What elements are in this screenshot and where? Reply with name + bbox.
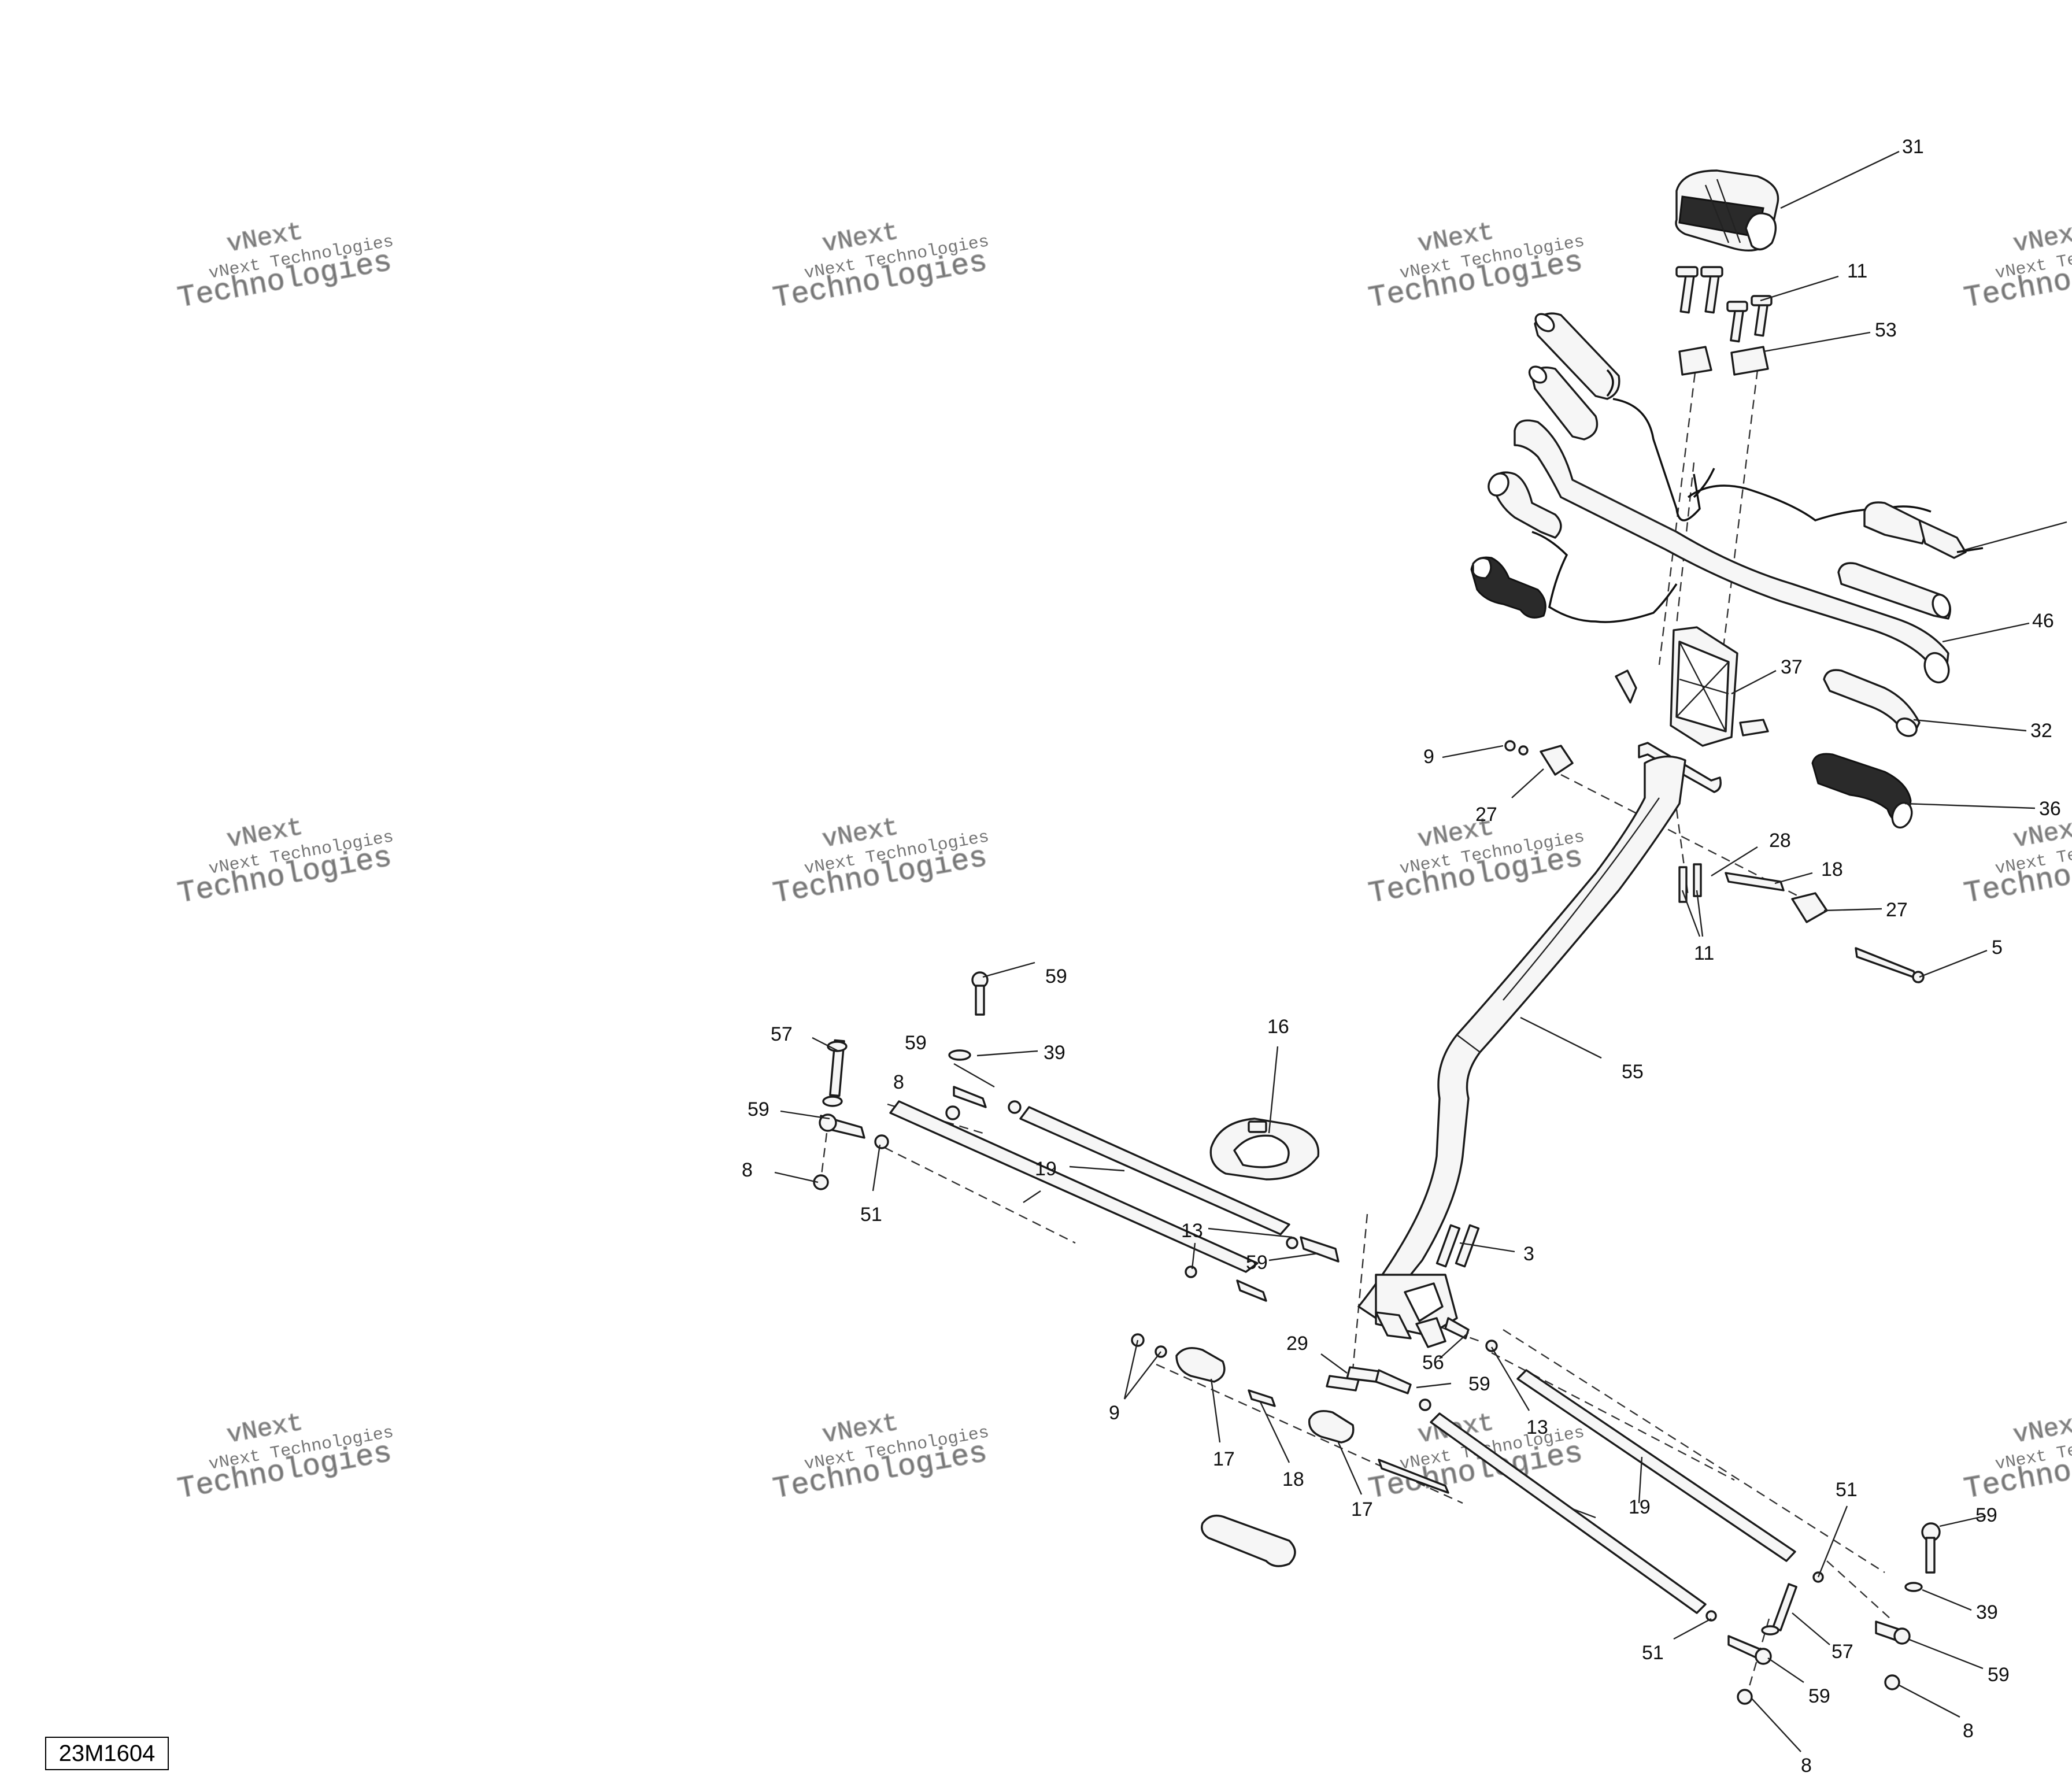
- callout-8: 8: [742, 1159, 753, 1181]
- diagram-id-label: 23M1604: [45, 1737, 169, 1770]
- callout-28: 28: [1769, 830, 1791, 852]
- grip-left-curved: [1488, 471, 1562, 539]
- steering-column: [1357, 742, 1722, 1348]
- callout-32: 32: [2030, 720, 2052, 742]
- callout-37: 37: [1781, 656, 1803, 678]
- callout-17: 17: [1213, 1448, 1235, 1470]
- callout-59: 59: [1808, 1685, 1830, 1707]
- heated-grip-upper: [1534, 312, 1701, 521]
- watermark-layer: vNext Technologies vNext Technologies vN…: [175, 217, 2072, 1507]
- callout-17: 17: [1351, 1498, 1373, 1520]
- watermark: vNext Technologies vNext Technologies: [1961, 812, 2072, 912]
- callout-19: 19: [1629, 1496, 1651, 1518]
- tie-rod-link-18: [1725, 872, 1785, 891]
- callout-8: 8: [893, 1071, 904, 1093]
- callout-59: 59: [1468, 1373, 1490, 1395]
- left-tie-rods: [813, 971, 1340, 1302]
- clamp-bolts: [1675, 266, 1773, 376]
- callout-57: 57: [1832, 1641, 1853, 1663]
- callout-13: 13: [1181, 1220, 1203, 1242]
- callout-13: 13: [1526, 1416, 1548, 1438]
- callout-18: 18: [1821, 859, 1843, 880]
- callout-56: 56: [1422, 1352, 1444, 1374]
- callout-31: 31: [1902, 136, 1924, 158]
- riser-bracket: [1615, 626, 1769, 747]
- lower-links: [1131, 1333, 1449, 1567]
- grip-right-curved: [1823, 669, 1921, 737]
- handlebar-pad: [1675, 169, 1779, 252]
- callout-36: 36: [2039, 798, 2061, 820]
- grip-left-straight: [1528, 365, 1599, 441]
- heated-grip-right-upper: [1863, 501, 1984, 559]
- grip-left-textured: [1470, 556, 1546, 619]
- right-tie-rods: [1430, 1369, 1941, 1705]
- callout-59: 59: [905, 1032, 927, 1054]
- callout-59: 59: [1975, 1504, 1997, 1526]
- leader-lines: [774, 150, 2067, 1752]
- callout-5: 5: [1992, 937, 2003, 959]
- callout-3: 3: [1523, 1243, 1534, 1265]
- rod-end-56: [1375, 1317, 1498, 1411]
- grip-right-straight: [1837, 562, 1951, 620]
- pivot-block-right: [1791, 892, 1828, 923]
- callout-51: 51: [1642, 1642, 1664, 1664]
- callout-16: 16: [1267, 1016, 1289, 1038]
- callout-59: 59: [1246, 1252, 1268, 1274]
- watermark: vNext Technologies vNext Technologies: [770, 812, 990, 912]
- watermark: vNext Technologies vNext Technologies: [175, 812, 395, 912]
- callout-59: 59: [1045, 965, 1067, 987]
- watermark: vNext Technologies vNext Technologies: [770, 1408, 990, 1507]
- callout-46: 46: [2032, 610, 2054, 632]
- callout-18: 18: [1282, 1468, 1304, 1490]
- callout-39: 39: [1044, 1042, 1065, 1064]
- callout-11: 11: [1847, 260, 1867, 282]
- watermark: vNext Technologies vNext Technologies: [770, 217, 990, 316]
- watermark: vNext Technologies vNext Technologies: [1961, 217, 2072, 316]
- watermark: vNext Technologies vNext Technologies: [175, 1408, 395, 1507]
- callout-8: 8: [1801, 1755, 1812, 1776]
- watermark: vNext Technologies vNext Technologies: [175, 217, 395, 316]
- callout-57: 57: [771, 1023, 793, 1045]
- spacers-29: [1326, 1366, 1380, 1392]
- callout-19: 19: [1035, 1158, 1057, 1180]
- callout-27: 27: [1475, 804, 1497, 826]
- callout-55: 55: [1622, 1061, 1644, 1083]
- callout-59: 59: [748, 1098, 769, 1120]
- callout-9: 9: [1423, 746, 1434, 768]
- callout-27: 27: [1886, 899, 1908, 921]
- bolt-5: [1855, 947, 1925, 983]
- watermark: vNext Technologies vNext Technologies: [1366, 812, 1586, 912]
- callout-39: 39: [1976, 1601, 1998, 1623]
- callout-8: 8: [1963, 1720, 1974, 1742]
- watermark: vNext Technologies vNext Technologies: [1961, 1408, 2072, 1507]
- grip-right-textured: [1811, 753, 1913, 829]
- callout-53: 53: [1875, 319, 1897, 341]
- column-cover: [1209, 1118, 1320, 1181]
- bolts-11-lower: [1678, 863, 1702, 903]
- pinch-bolts: [1435, 1224, 1480, 1268]
- callout-51: 51: [860, 1204, 882, 1226]
- handlebar-tube: [1514, 419, 1950, 684]
- callout-11: 11: [1694, 942, 1714, 964]
- callout-29: 29: [1286, 1333, 1308, 1355]
- pivot-block-left: [1504, 740, 1574, 776]
- watermark: vNext Technologies vNext Technologies: [1366, 217, 1586, 316]
- callout-59: 59: [1988, 1664, 2010, 1686]
- assembly-lines: [820, 358, 1891, 1689]
- callout-labels: 31 11 53 46 37 32 36 9 27 28 18 27 11 5 …: [742, 136, 2061, 1776]
- callout-9: 9: [1109, 1402, 1120, 1424]
- callout-51: 51: [1836, 1479, 1858, 1501]
